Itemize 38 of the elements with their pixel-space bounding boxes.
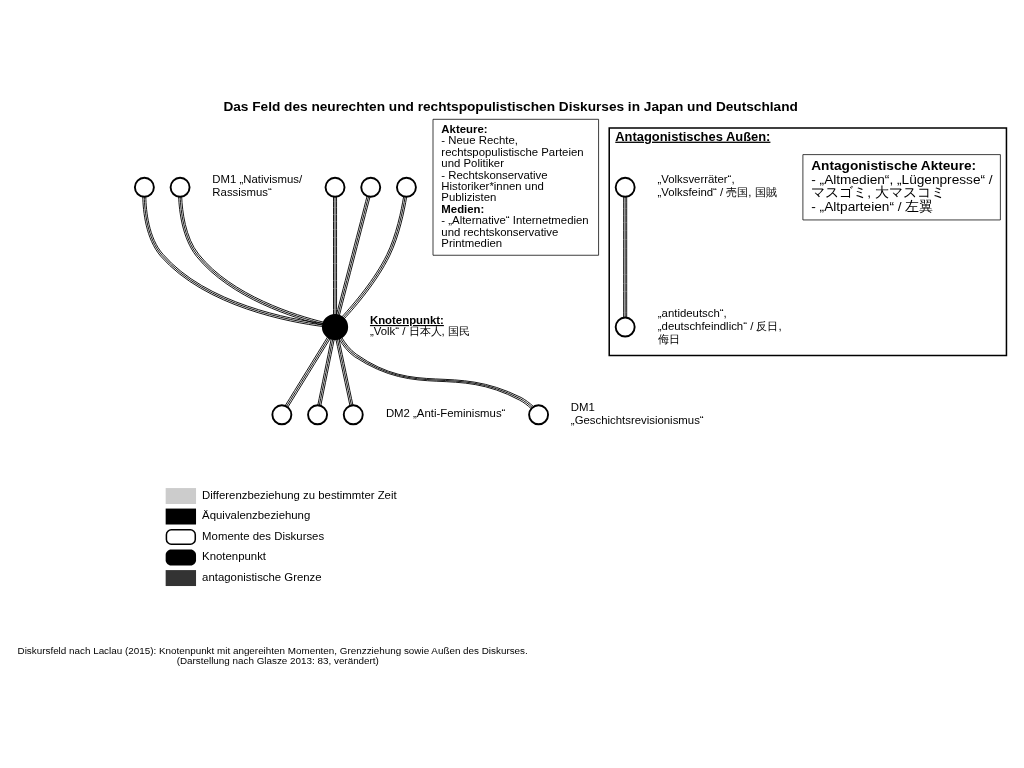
node-label: DM2 „Anti-Feminismus“ bbox=[385, 407, 506, 420]
node-circle bbox=[321, 313, 349, 341]
node-circle bbox=[271, 404, 293, 426]
node-circle bbox=[342, 404, 364, 426]
connector bbox=[341, 196, 408, 320]
node-label: DM1 „Nativismus/ Rassismus“ bbox=[212, 173, 303, 199]
node-circle bbox=[324, 176, 346, 198]
node-label: „Volk“ / 日本人, 国民 bbox=[369, 325, 470, 338]
legend-label: Knotenpunkt bbox=[202, 550, 266, 563]
legend-label: Differenzbeziehung zu bestimmter Zeit bbox=[202, 488, 397, 501]
connector bbox=[335, 195, 371, 317]
connector bbox=[623, 196, 628, 318]
legend-label: antagonistische Grenze bbox=[202, 570, 322, 583]
node-circle bbox=[169, 176, 191, 198]
node-circle bbox=[307, 404, 328, 426]
node-label: „Volksverräter“, „Volksfeind“ / 売国, 国賊 bbox=[657, 173, 777, 199]
connector bbox=[333, 196, 337, 316]
connector bbox=[338, 336, 534, 409]
connector bbox=[142, 196, 324, 327]
legend-label: Äquivalenzbeziehung bbox=[202, 509, 311, 522]
node-circle bbox=[528, 404, 550, 426]
node-circle bbox=[614, 316, 636, 338]
node-box: Akteure: - Neue Rechte, rechtspopulistische Parteien und Politiker - Rechtskonservative Historiker*innen und Publizisten Medien: - „Alternative“ Internetmedien und rechtskonservative Printmedien bbox=[432, 118, 599, 256]
node-box: Antagonistische Akteure: - „Altmedien“, „Lügenpresse“ / マスゴミ, 大マスコミ - „Altparteien“ / 左翼 bbox=[802, 154, 1001, 221]
caption: Diskursfeld nach Laclau (2015): Knotenpunkt mit angereihten Momenten, Grenzziehung sowie Außen des Diskurses. (Darstellung nach Glasze 2013: 83, verändert) bbox=[17, 644, 528, 667]
node-label: DM1 „Geschichtsrevisionismus“ bbox=[570, 400, 704, 426]
connector bbox=[335, 338, 354, 407]
node-circle bbox=[360, 176, 382, 198]
node-circle bbox=[614, 176, 636, 198]
connector bbox=[284, 336, 331, 408]
connector bbox=[178, 196, 324, 326]
node-circle bbox=[396, 176, 417, 198]
node-label: „antideutsch“, „deutschfeindlich“ / 反日, 侮日 bbox=[657, 306, 782, 345]
legend-label: Momente des Diskurses bbox=[202, 529, 325, 542]
node-circle bbox=[133, 176, 155, 198]
connector bbox=[317, 338, 335, 407]
node-label: Knotenpunkt: bbox=[369, 314, 444, 326]
diagram-title: Das Feld des neurechten und rechtspopulistischen Diskurses in Japan und Deutschland bbox=[223, 99, 798, 115]
